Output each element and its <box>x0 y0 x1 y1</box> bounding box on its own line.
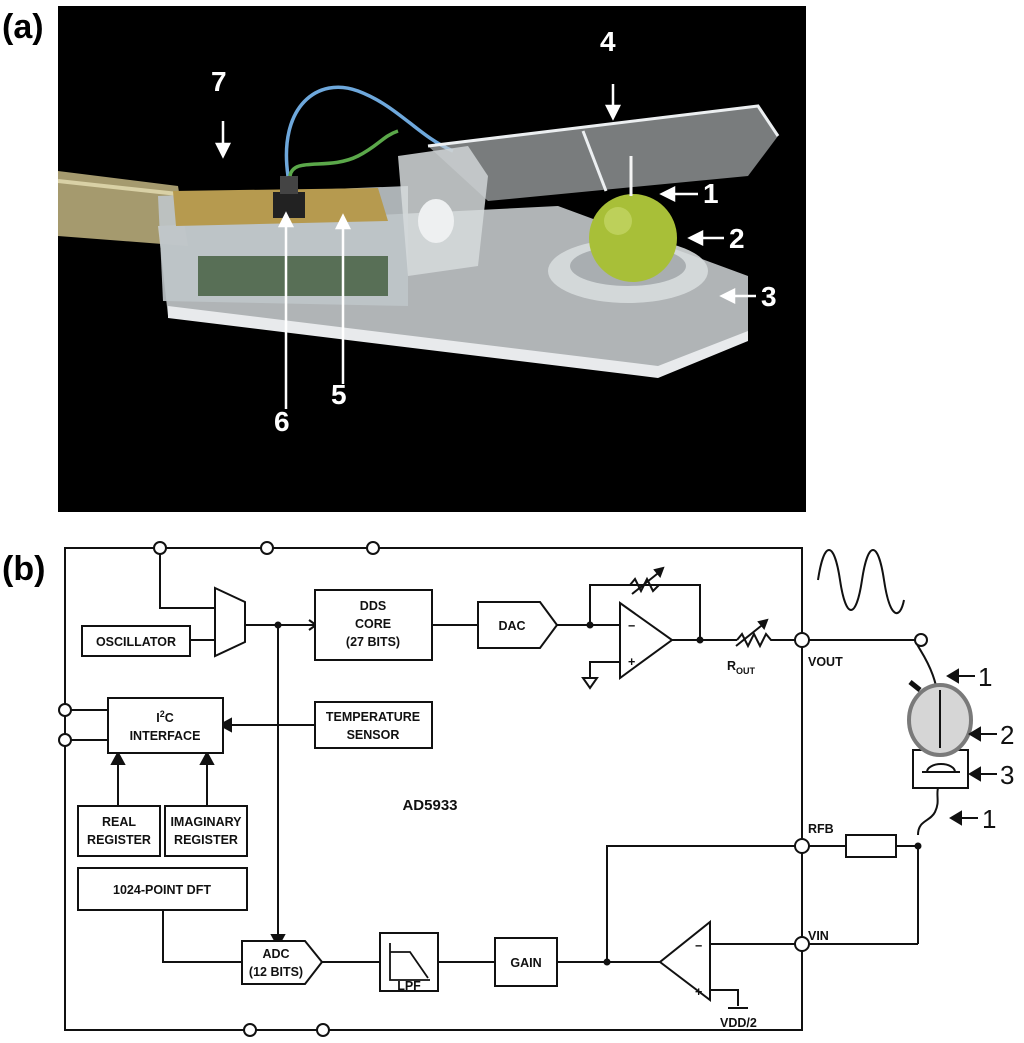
output-opamp-minus: − <box>628 619 635 633</box>
chip-outline <box>64 547 803 1031</box>
callout-3: 3 <box>761 281 777 312</box>
side-label-3: 3 <box>1000 760 1014 790</box>
pin-markers <box>58 541 928 1037</box>
circuit-board <box>198 256 388 296</box>
side-label-1-bottom: 1 <box>982 804 996 834</box>
adc-block <box>241 940 324 985</box>
device-photo: 4 7 1 2 3 5 6 <box>58 6 806 512</box>
imaginary-register-block <box>164 805 248 857</box>
adc-label-1: ADC <box>262 947 289 961</box>
imaginary-register-label-1: IMAGINARY <box>170 815 242 829</box>
vdd2-label: VDD/2 <box>720 1016 757 1030</box>
side-label-2: 2 <box>1000 720 1014 750</box>
temperature-label-2: SENSOR <box>347 728 400 742</box>
gain-block <box>494 937 558 987</box>
i2c-interface-block <box>107 697 224 754</box>
mux-block <box>214 586 246 658</box>
i2c-label-2: INTERFACE <box>130 729 201 743</box>
adc-label-2: (12 BITS) <box>249 965 303 979</box>
dds-label-2: CORE <box>355 617 391 631</box>
temperature-sensor-block <box>314 701 433 749</box>
callout-7: 7 <box>211 66 227 97</box>
green-wire <box>288 129 399 177</box>
temperature-label-1: TEMPERATURE <box>326 710 420 724</box>
output-opamp <box>619 601 674 680</box>
i2c-label-1: I2C <box>156 709 174 725</box>
dac-block <box>477 601 559 649</box>
callout-2: 2 <box>729 223 745 254</box>
imaginary-register-label-2: REGISTER <box>174 833 238 847</box>
rfb-label: RFB <box>808 822 834 836</box>
input-opamp <box>658 919 711 1003</box>
dac-label: DAC <box>498 619 525 633</box>
dft-block <box>77 867 248 911</box>
side-label-1-top: 1 <box>978 662 992 692</box>
dds-label-1: DDS <box>360 599 386 613</box>
blue-wire <box>284 85 454 177</box>
panel-label-b: (b) <box>2 550 46 588</box>
upper-arm <box>428 106 778 201</box>
chip-name: AD5933 <box>402 797 457 814</box>
output-opamp-plus: + <box>628 655 635 669</box>
callout-4: 4 <box>600 26 616 57</box>
sine-wave <box>817 549 905 615</box>
callout-6: 6 <box>274 406 290 437</box>
pea-sample <box>589 194 677 282</box>
rfb-resistor <box>845 834 897 858</box>
real-register-label-2: REGISTER <box>87 833 151 847</box>
lpf-label: LPF <box>397 979 421 993</box>
dds-label-3: (27 BITS) <box>346 635 400 649</box>
ad5933-block-diagram: OSCILLATOR DDS CORE (27 BITS) DAC I2C IN… <box>58 541 1014 1037</box>
vout-label: VOUT <box>808 655 843 669</box>
dds-core-block <box>314 589 433 661</box>
callout-5: 5 <box>331 379 347 410</box>
input-opamp-minus: − <box>695 939 702 953</box>
vin-label: VIN <box>808 929 829 943</box>
device-illustration <box>58 84 780 409</box>
oscillator-label: OSCILLATOR <box>96 635 176 649</box>
connector-chip <box>273 192 305 218</box>
gain-label: GAIN <box>510 956 541 970</box>
rout-label: ROUT <box>727 659 756 676</box>
dft-label: 1024-POINT DFT <box>113 883 211 897</box>
panel-label-a: (a) <box>2 8 44 46</box>
real-register-block <box>77 805 161 857</box>
input-opamp-plus: + <box>695 985 702 999</box>
callout-1: 1 <box>703 178 719 209</box>
real-register-label-1: REAL <box>102 815 136 829</box>
oscillator-block <box>81 625 191 657</box>
callout-arrows <box>214 84 756 409</box>
